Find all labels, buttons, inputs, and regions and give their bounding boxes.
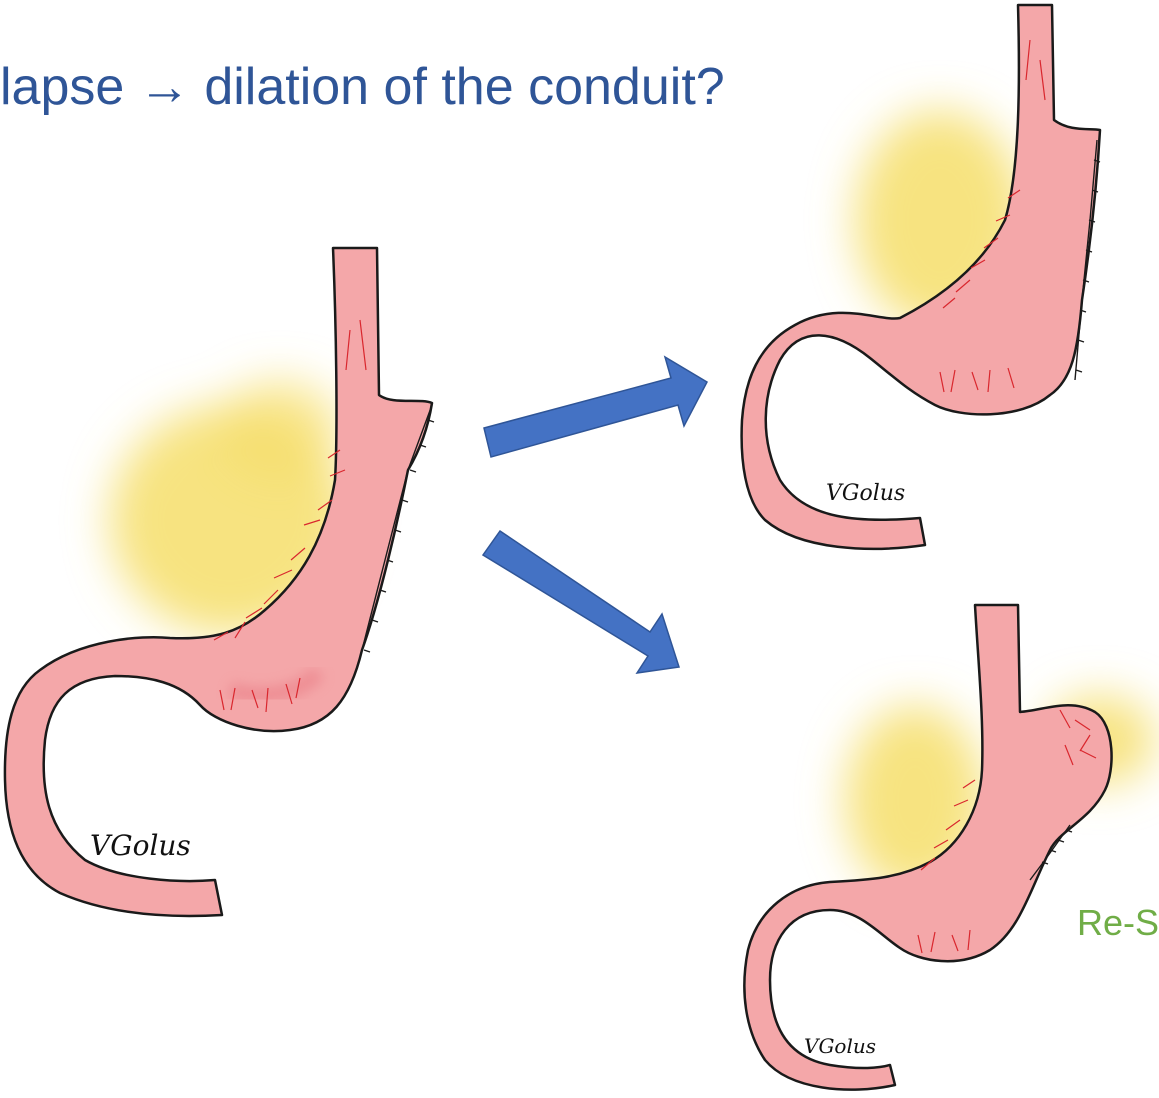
signature-top-right: VGolus	[826, 481, 905, 506]
dilated-conduit-illustration: VGolus	[742, 5, 1100, 549]
block-arrow-up-right-icon	[484, 357, 707, 457]
arrow-to-resection	[483, 531, 679, 673]
signature-bottom-right: VGolus	[804, 1034, 876, 1058]
resection-conduit-illustration: VGolus	[744, 605, 1155, 1090]
signature-left: VGolus	[90, 829, 191, 862]
side-label: Re-S	[1077, 902, 1159, 944]
original-conduit-illustration: VGolus	[5, 248, 434, 916]
block-arrow-down-right-icon	[483, 531, 679, 673]
arrow-to-dilated	[484, 357, 707, 457]
